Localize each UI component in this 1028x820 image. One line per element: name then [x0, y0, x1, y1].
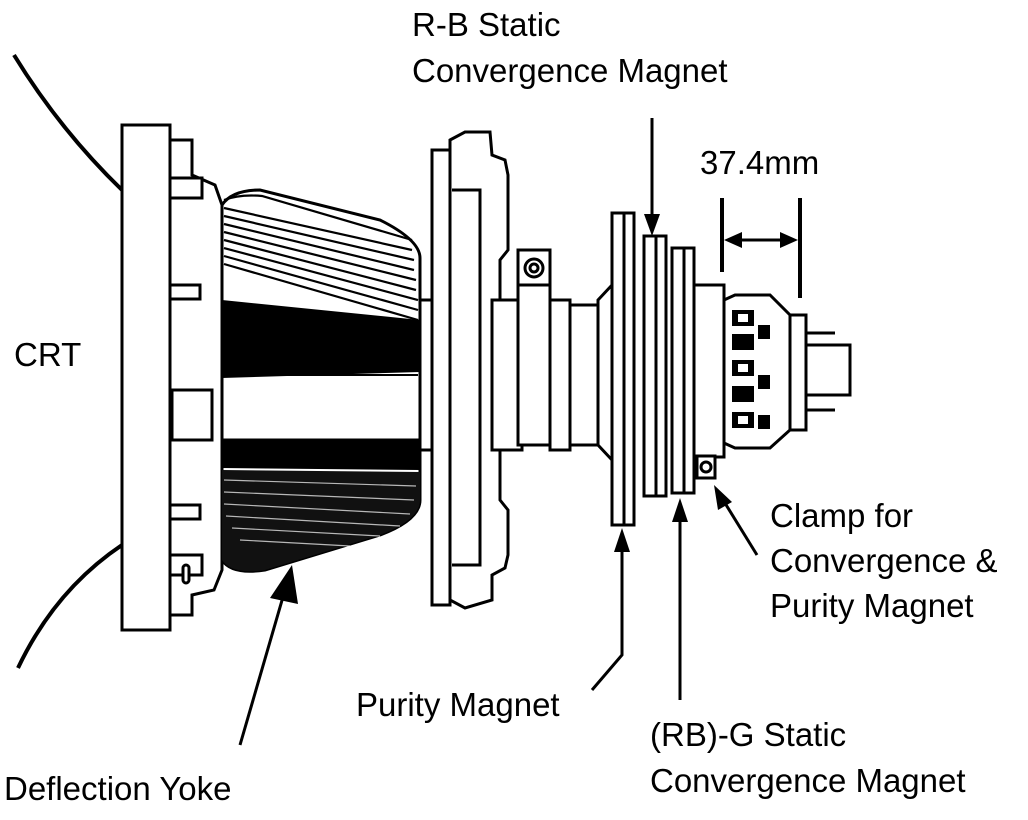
- leader-yoke: [238, 589, 287, 746]
- dimension-marker: [720, 198, 802, 298]
- dimension-arrow-right: [780, 232, 798, 248]
- leader-purity: [590, 540, 624, 691]
- neck-taper: [596, 281, 614, 464]
- label-clamp-line1: Clamp for: [770, 497, 914, 534]
- label-rb-static-line1: R-B Static: [412, 6, 561, 43]
- label-clamp-line3: Purity Magnet: [770, 587, 974, 624]
- arrow-yoke: [270, 565, 298, 604]
- arrow-purity: [614, 528, 630, 552]
- deflection-yoke-coils: [220, 188, 422, 573]
- label-clamp-line2: Convergence &: [770, 542, 998, 579]
- flange-ring: [430, 130, 510, 610]
- arrow-rb-static: [644, 214, 660, 236]
- rear-clamp: [692, 283, 726, 480]
- label-crt: CRT: [14, 336, 82, 373]
- neck-tube-front: [418, 298, 434, 452]
- label-rb-static-line2: Convergence Magnet: [412, 52, 728, 89]
- crt-glass-lower-curve: [16, 543, 124, 669]
- purity-magnet-rings: [610, 211, 636, 527]
- rb-static-magnet-rings: [642, 234, 668, 498]
- rbg-static-magnet-rings: [670, 246, 696, 495]
- yoke-frame: [120, 123, 224, 632]
- dimension-arrow-left: [724, 232, 742, 248]
- purity-clamp-block: [516, 248, 600, 452]
- label-rbg-static-line2: Convergence Magnet: [650, 762, 966, 799]
- label-purity: Purity Magnet: [356, 686, 560, 723]
- tube-base-socket: [722, 293, 852, 450]
- label-rbg-static-line1: (RB)-G Static: [650, 716, 847, 753]
- label-yoke: Deflection Yoke: [4, 770, 232, 807]
- arrow-rbg-static: [672, 498, 688, 522]
- crt-glass-upper-curve: [12, 53, 124, 192]
- label-dimension: 37.4mm: [700, 144, 820, 181]
- arrow-clamp: [714, 485, 732, 510]
